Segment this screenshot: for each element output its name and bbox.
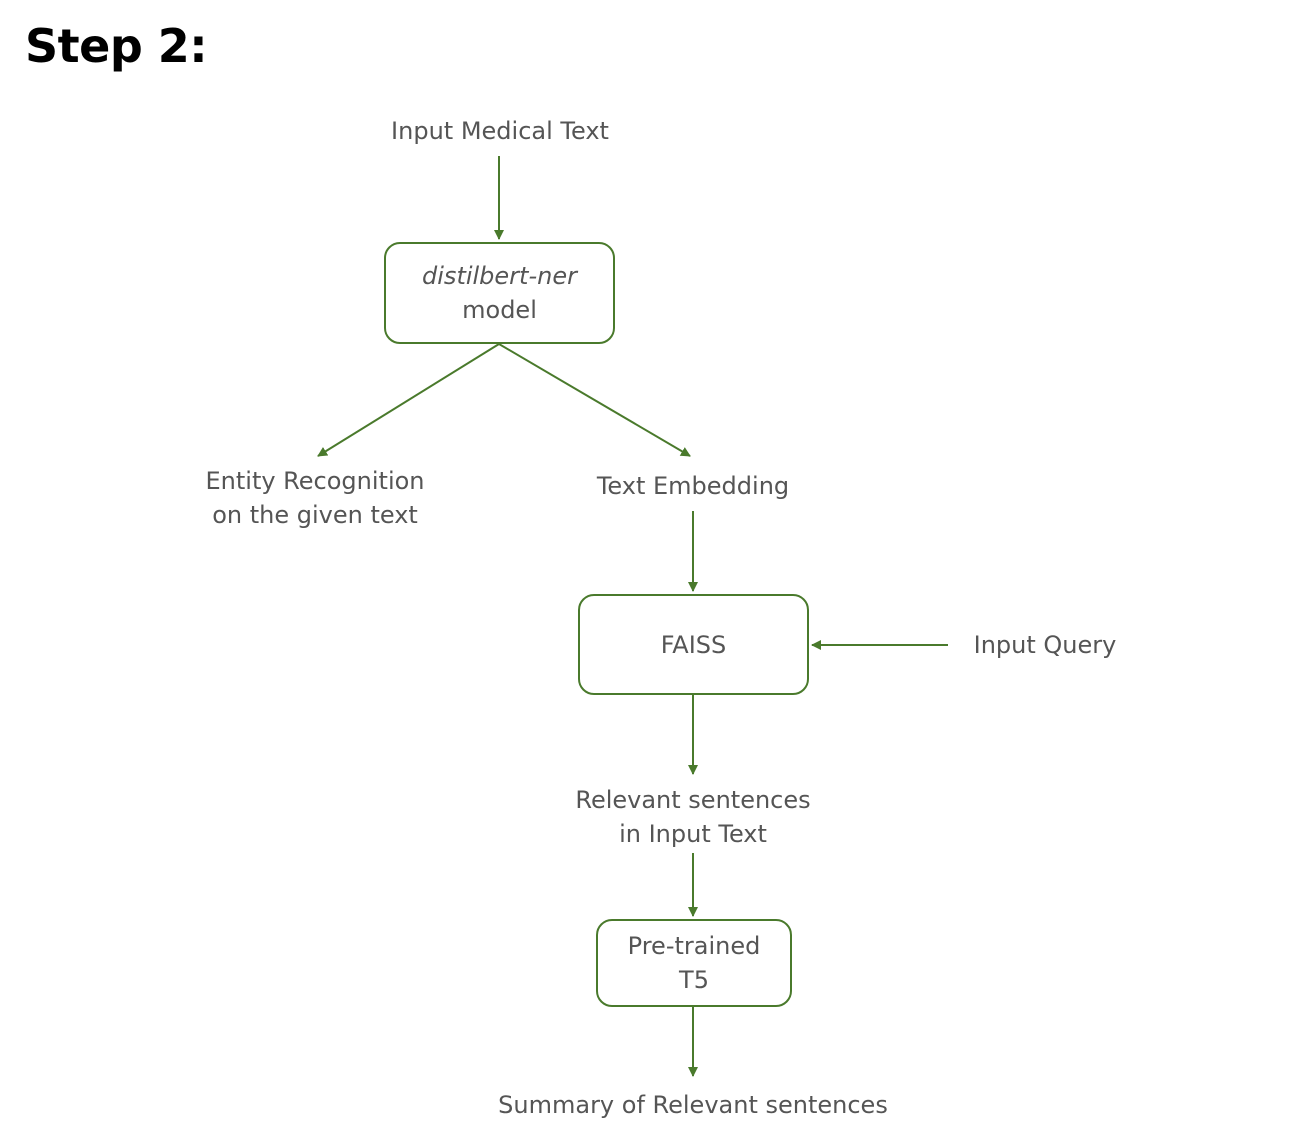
summary-label: Summary of Relevant sentences [498, 1091, 888, 1119]
entity-recognition-label: Entity Recognition on the given text [205, 467, 425, 529]
pretrained-t5-node: Pre-trained T5 [596, 919, 792, 1007]
faiss-node: FAISS [578, 594, 809, 695]
arrow-model-to-entity [317, 343, 500, 457]
arrow-model-to-embedding [498, 343, 691, 457]
distilbert-model-suffix: model [462, 296, 537, 324]
relevant-sentences-label: Relevant sentences in Input Text [575, 786, 811, 848]
text-embedding-label: Text Embedding [596, 472, 790, 500]
input-medical-text-label: Input Medical Text [391, 117, 609, 145]
distilbert-model-node: distilbert-ner model [384, 242, 615, 344]
page-title: Step 2: [25, 19, 208, 73]
distilbert-model-name: distilbert-ner [422, 262, 577, 290]
input-query-label: Input Query [973, 631, 1117, 659]
